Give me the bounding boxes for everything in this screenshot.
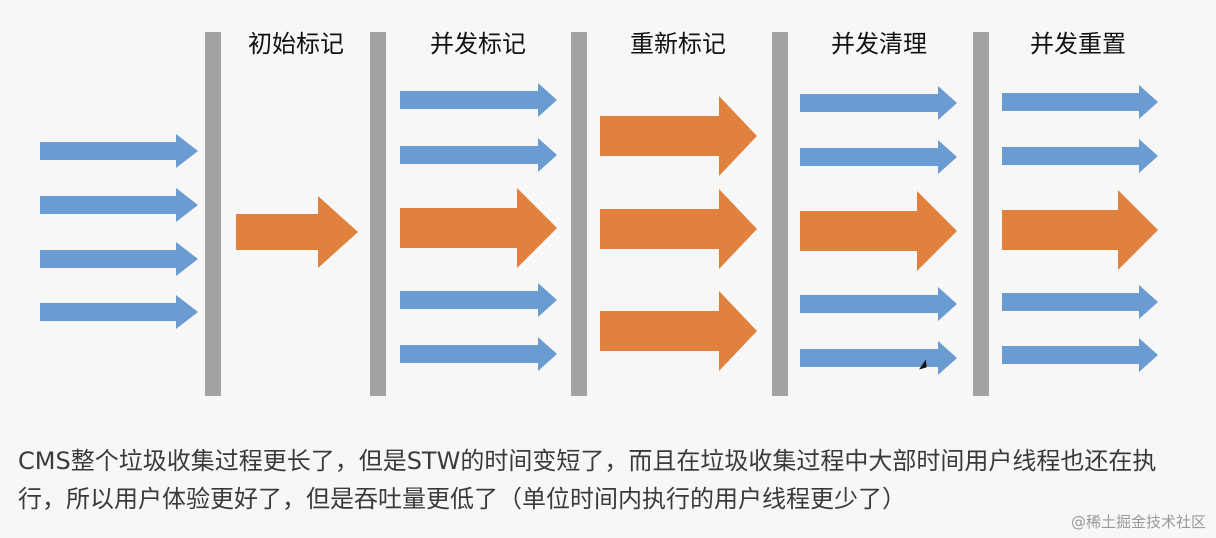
caption: CMS整个垃圾收集过程更长了，但是STW的时间变短了，而且在垃圾收集过程中大部时… xyxy=(18,442,1208,518)
gc-thread-arrow xyxy=(800,191,957,271)
user-thread-arrow xyxy=(400,83,557,117)
watermark: @稀土掘金技术社区 xyxy=(1070,513,1206,531)
user-thread-arrow xyxy=(40,295,198,329)
user-thread-arrow xyxy=(800,86,957,120)
phase-separator-bar xyxy=(571,32,587,396)
gc-thread-arrow xyxy=(1002,190,1158,270)
user-thread-arrow xyxy=(40,188,198,222)
phase-label-concurrent-sweep: 并发清理 xyxy=(831,30,927,58)
phase-label-concurrent-reset: 并发重置 xyxy=(1030,30,1126,58)
user-thread-arrow xyxy=(800,287,957,321)
user-thread-arrow xyxy=(400,283,557,317)
cms-phase-diagram xyxy=(40,32,1158,396)
user-thread-arrow xyxy=(1002,85,1158,119)
user-thread-arrow xyxy=(800,341,957,375)
user-thread-arrow xyxy=(40,242,198,276)
phase-separator-bar xyxy=(205,32,221,396)
phase-separator-bar xyxy=(973,32,989,396)
gc-thread-arrow xyxy=(600,189,757,269)
user-thread-arrow xyxy=(1002,139,1158,173)
user-thread-arrow xyxy=(800,140,957,174)
user-thread-arrow xyxy=(40,134,198,168)
gc-thread-arrow xyxy=(600,291,757,371)
gc-thread-arrow xyxy=(400,188,557,268)
user-thread-arrow xyxy=(400,138,557,172)
user-thread-arrow xyxy=(1002,338,1158,372)
user-thread-arrow xyxy=(1002,285,1158,319)
gc-thread-arrow xyxy=(236,196,358,268)
phase-separator-bar xyxy=(772,32,788,396)
user-thread-arrow xyxy=(400,337,557,371)
caption-line-2: 行，所以用户体验更好了，但是吞吐量更低了（单位时间内执行的用户线程更少了） xyxy=(18,485,906,513)
phase-label-remark: 重新标记 xyxy=(630,30,726,58)
phase-separator-bar xyxy=(370,32,386,396)
phase-label-initial-mark: 初始标记 xyxy=(248,30,344,58)
caption-line-1: CMS整个垃圾收集过程更长了，但是STW的时间变短了，而且在垃圾收集过程中大部时… xyxy=(18,447,1157,475)
gc-thread-arrow xyxy=(600,96,757,176)
phase-label-concurrent-mark: 并发标记 xyxy=(430,30,526,58)
